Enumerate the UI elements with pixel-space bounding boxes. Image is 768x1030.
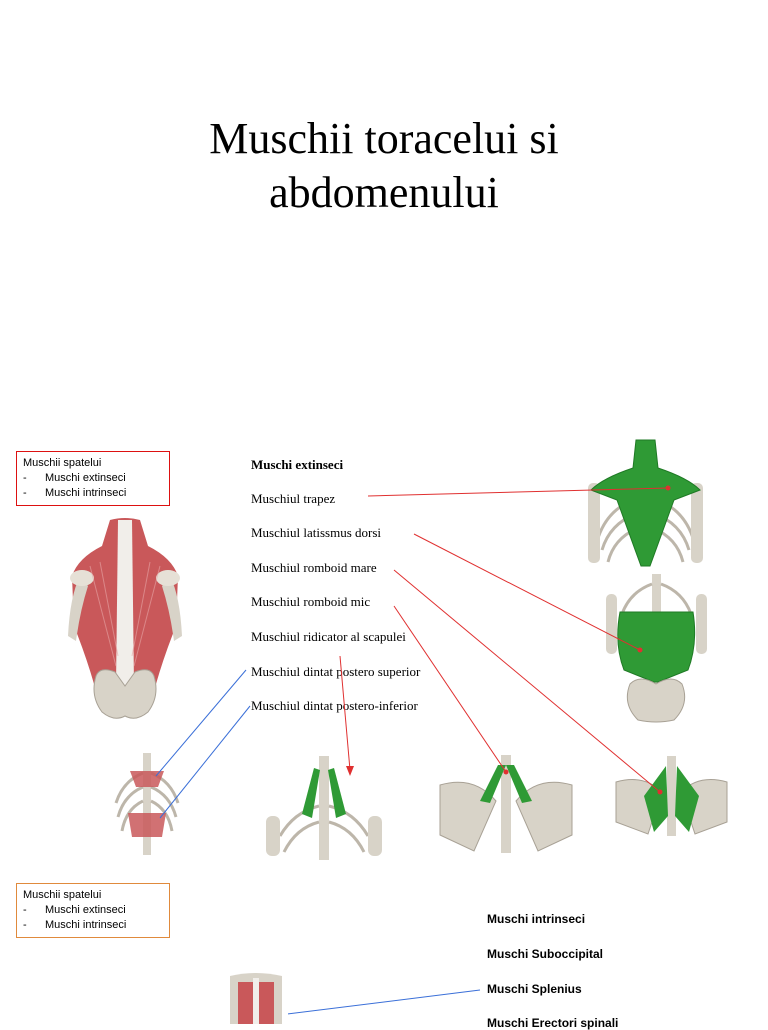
muscle-label: Muschi Erectori spinali xyxy=(487,1016,619,1030)
back-muscles-image xyxy=(60,516,190,726)
muscle-label: Muschiul romboid mic xyxy=(251,594,371,609)
trapezius-image xyxy=(578,438,713,568)
muscle-label: Muschi Splenius xyxy=(487,982,582,996)
section-heading: Muschi intrinseci xyxy=(487,912,586,926)
box-item: -Muschi intrinseci xyxy=(23,487,127,499)
title-line-2: abdomenului xyxy=(269,168,499,217)
latissimus-dorsi-image xyxy=(600,574,713,726)
box-item: -Muschi intrinseci xyxy=(23,919,127,931)
box-item: -Muschi extinseci xyxy=(23,472,126,484)
levator-scapulae-image xyxy=(264,756,384,860)
muscle-label: Muschiul romboid mare xyxy=(251,560,377,575)
intrinsic-back-image xyxy=(224,972,288,1024)
muscle-label: Muschiul ridicator al scapulei xyxy=(251,629,406,644)
box-heading: Muschii spatelui xyxy=(23,889,102,901)
back-muscles-box-2: Muschii spatelui -Muschi extinseci -Musc… xyxy=(16,883,170,938)
rhomboid-minor-image xyxy=(434,755,578,853)
muscle-label: Muschiul latissmus dorsi xyxy=(251,525,382,540)
box-heading: Muschii spatelui xyxy=(23,457,102,469)
title-line-1: Muschii toracelui si xyxy=(209,114,559,163)
back-muscles-box: Muschii spatelui -Muschi extinseci -Musc… xyxy=(16,451,170,506)
muscle-label: Muschiul dintat postero superior xyxy=(251,664,421,679)
box-item: -Muschi extinseci xyxy=(23,904,126,916)
muscle-label: Muschi Suboccipital xyxy=(487,947,604,961)
serratus-posterior-image xyxy=(108,753,186,855)
rhomboid-major-image xyxy=(614,756,729,836)
page-title: Muschii toracelui si abdomenului xyxy=(0,112,768,220)
muscle-label: Muschiul trapez xyxy=(251,491,336,506)
section-heading: Muschi extinseci xyxy=(251,457,344,472)
muscle-label: Muschiul dintat postero-inferior xyxy=(251,698,418,713)
